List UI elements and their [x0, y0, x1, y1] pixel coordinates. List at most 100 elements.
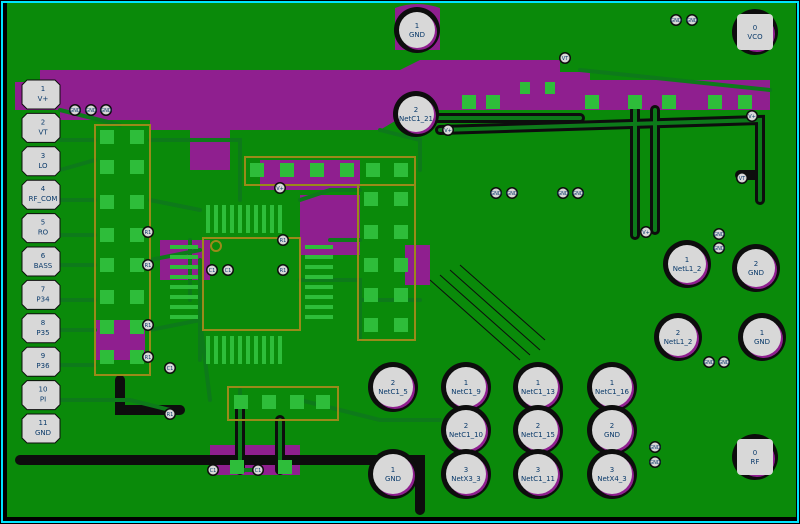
- pad-number: 1: [760, 329, 764, 337]
- pad-net-label: GND: [409, 31, 425, 39]
- connector-pin-3[interactable]: 3LO: [21, 146, 61, 177]
- via-gnd: GND: [649, 456, 661, 468]
- pin-number: 1: [41, 85, 45, 93]
- pin-number: 8: [41, 319, 45, 327]
- pin-number: 3: [41, 152, 45, 160]
- via-gnd: GND: [69, 104, 81, 116]
- pad-net-label: NetX4_3: [597, 475, 627, 483]
- via-label: GND: [718, 360, 730, 366]
- via-r1: R1: [142, 226, 154, 238]
- pad-net-label: RF: [751, 458, 760, 466]
- pin-number: 6: [41, 252, 46, 260]
- pad-number: 2: [610, 422, 614, 430]
- via-r1: R1: [277, 264, 289, 276]
- pad-number: 2: [464, 422, 468, 430]
- pin-net-label: P36: [36, 362, 50, 370]
- via-c1: C1: [206, 264, 218, 276]
- via-label: GND: [85, 108, 97, 114]
- via-c1: C1: [207, 464, 219, 476]
- via-label: R1: [167, 412, 174, 418]
- via-label: V+: [642, 230, 650, 236]
- pin-net-label: GND: [35, 429, 51, 437]
- pad-rf[interactable]: 0RF: [732, 434, 778, 480]
- pad-net-label: NetC1_13: [521, 388, 555, 396]
- pad-net-label: NetX3_3: [451, 475, 481, 483]
- connector-pin-2[interactable]: 2VT: [21, 112, 61, 143]
- via-label: V+: [276, 186, 284, 192]
- pad-net-label: VCO: [747, 33, 763, 41]
- via-gnd: GND: [557, 187, 569, 199]
- via-label: R1: [145, 263, 152, 269]
- pin-net-label: RO: [38, 229, 49, 237]
- via-label: V+: [444, 128, 452, 134]
- pin-number: 5: [41, 219, 45, 227]
- via-gnd: GND: [703, 356, 715, 368]
- connector-header: 1V+2VT3LO4RF_COM5RO6BASS7P348P359P3610PI…: [21, 79, 61, 444]
- pad-net-label: NetC1_15: [521, 431, 555, 439]
- pad-number: 0: [753, 449, 757, 457]
- via-gnd: GND: [572, 187, 584, 199]
- pin-number: 11: [39, 419, 48, 427]
- pin-number: 10: [39, 386, 48, 394]
- via-label: C1: [210, 468, 217, 474]
- pad-number: 3: [536, 466, 540, 474]
- via-label: GND: [703, 360, 715, 366]
- connector-pin-1[interactable]: 1V+: [21, 79, 61, 110]
- via-label: R1: [145, 230, 152, 236]
- via-label: GND: [506, 191, 518, 197]
- pad-net-label: GND: [385, 475, 401, 483]
- hatch-region: [429, 264, 546, 361]
- via-r1: R1: [277, 234, 289, 246]
- smd-pads: [100, 82, 752, 474]
- pin-net-label: P34: [36, 295, 50, 303]
- via-label: VT: [562, 56, 569, 62]
- via-gnd: GND: [506, 187, 518, 199]
- via-vt: VT: [736, 172, 748, 184]
- via-gnd: GND: [713, 228, 725, 240]
- pin-net-label: PI: [40, 396, 46, 404]
- via-label: GND: [490, 191, 502, 197]
- pin-number: 7: [41, 285, 45, 293]
- via-label: GND: [713, 246, 725, 252]
- pin-net-label: LO: [38, 162, 48, 170]
- connector-pin-4[interactable]: 4RF_COM: [21, 179, 61, 210]
- via-label: VT: [739, 176, 746, 182]
- via-gnd: GND: [670, 14, 682, 26]
- via-gnd: GND: [85, 104, 97, 116]
- pad-net-label: GND: [748, 269, 764, 277]
- via-gnd: GND: [649, 441, 661, 453]
- via-c1: C1: [222, 264, 234, 276]
- pad-number: 1: [685, 256, 689, 264]
- via-label: GND: [100, 108, 112, 114]
- pin-net-label: VT: [38, 128, 48, 136]
- via-label: C1: [225, 268, 232, 274]
- connector-pin-5[interactable]: 5RO: [21, 213, 61, 244]
- pad-net-label: NetC1_9: [451, 388, 481, 396]
